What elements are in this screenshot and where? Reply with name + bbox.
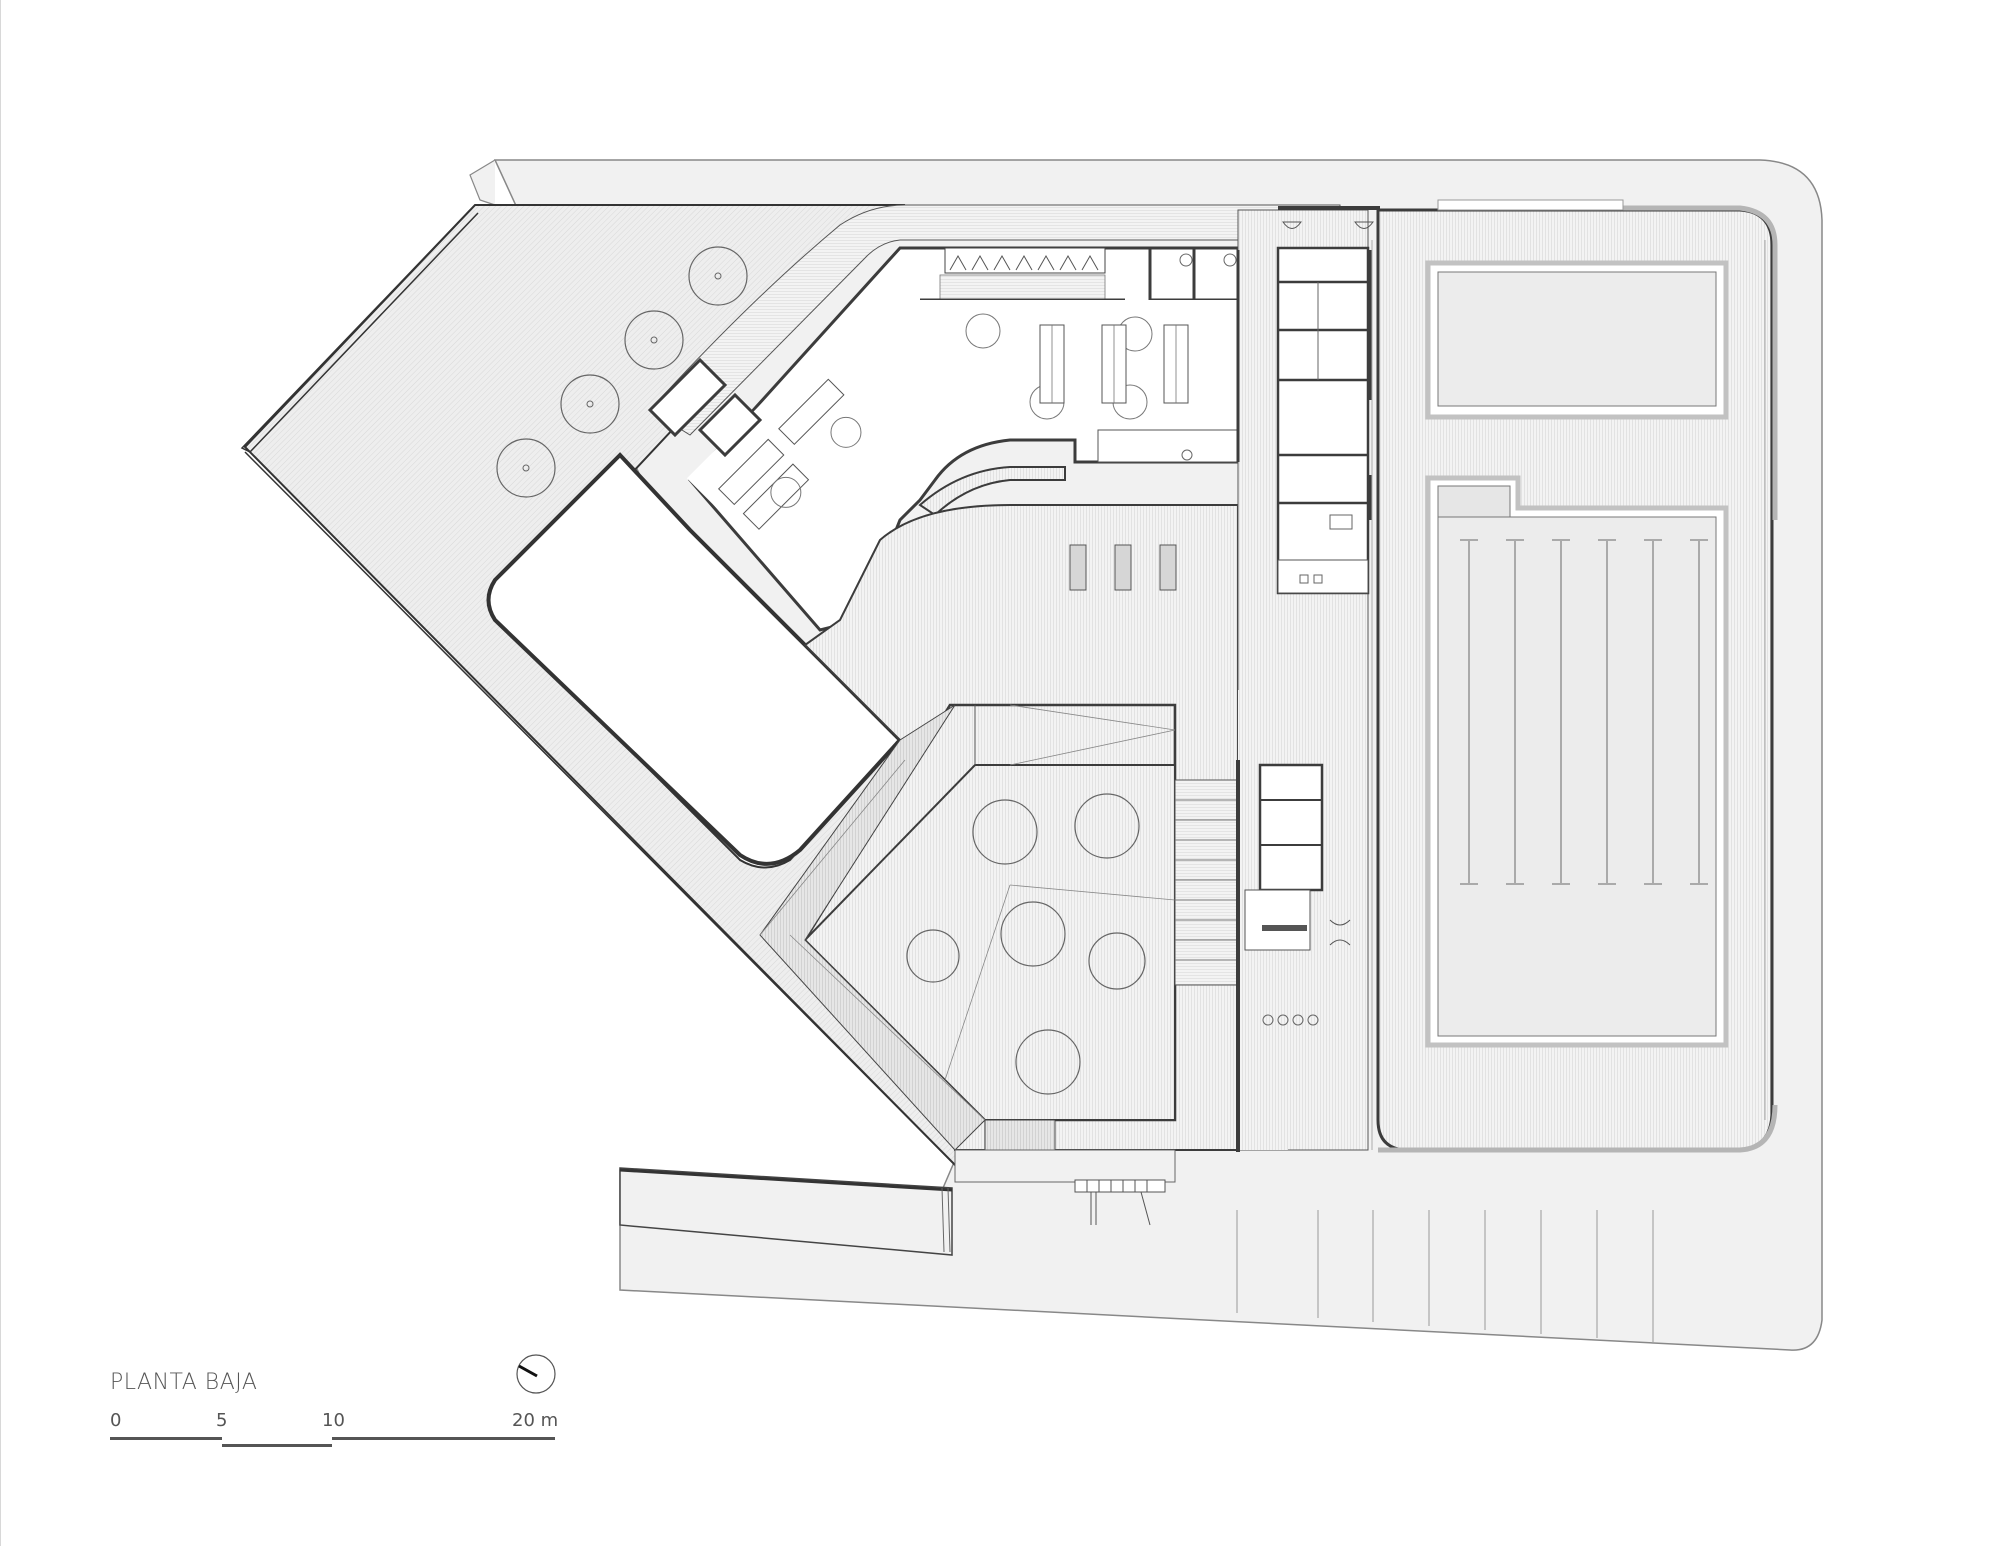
bar-stools (1262, 1014, 1319, 1026)
bike-rack (1074, 1179, 1166, 1226)
scale-label-20m: 20 m (512, 1410, 559, 1431)
tree (560, 374, 620, 434)
south-terrace (619, 1149, 1176, 1256)
north-arrow-icon (516, 1354, 556, 1394)
skylights (1069, 544, 1177, 591)
scale-label-5: 5 (216, 1410, 228, 1431)
trees (496, 246, 748, 498)
tree (496, 438, 556, 498)
drawing-title: PLANTA BAJA (110, 1370, 258, 1395)
tree (688, 246, 748, 306)
lockers (939, 247, 1106, 301)
tree (624, 310, 684, 370)
multipurpose-room (803, 703, 1177, 1151)
offices-strip (1236, 206, 1380, 1151)
scale-label-0: 0 (110, 1410, 122, 1431)
classroom-north (920, 300, 1239, 463)
small-pool (1425, 260, 1729, 420)
classroom-west (686, 336, 914, 564)
scale-bar (110, 1437, 555, 1447)
parking-bays (1236, 1210, 1654, 1342)
courtyard-patio (486, 452, 903, 866)
access-ramp (759, 704, 986, 1151)
scale-label-10: 10 (322, 1410, 345, 1431)
perimeter-corridor (649, 204, 1341, 436)
pool-hall (1371, 199, 1778, 1153)
north-wing (647, 246, 1240, 632)
lap-pool (1425, 475, 1729, 1048)
lane-lines (1460, 539, 1708, 885)
reception-block (1236, 690, 1351, 1152)
grand-stair (1174, 779, 1238, 986)
